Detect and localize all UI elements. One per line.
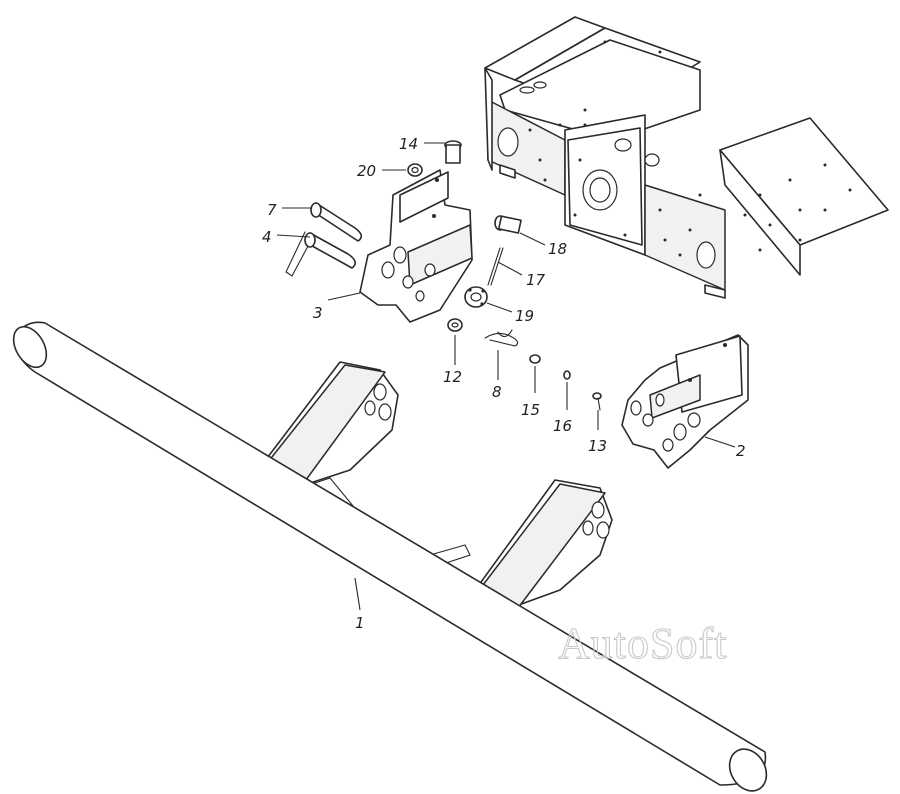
callout-labels: 1 2 3 4 7 8 12 13 14 15 16 17 18 19 20 [262,135,746,632]
callout-2: 2 [736,442,746,460]
bolt-18 [494,215,522,234]
callout-7: 7 [267,201,277,219]
callout-15: 15 [521,401,540,419]
callout-18: 18 [548,240,567,258]
callout-leaders [276,142,736,611]
cotter-pin-17 [487,247,504,286]
callout-19: 19 [515,307,534,325]
callout-12: 12 [443,368,462,386]
callout-3: 3 [313,304,323,322]
nut-12 [447,318,463,332]
pin-with-handle-4 [285,231,356,277]
callout-20: 20 [357,162,376,180]
callout-13: 13 [588,437,607,455]
bolt-14 [444,140,462,164]
clip-8 [484,329,519,347]
bumper-tube-1 [12,321,768,792]
bracket-2 [621,334,749,469]
callout-14: 14 [399,135,418,153]
watermark: AutoSoft [558,619,727,668]
callout-17: 17 [526,271,546,289]
screw-13 [592,392,602,411]
callout-4: 4 [262,228,272,246]
lock-washer-16 [563,370,571,380]
bracket-3 [359,169,473,323]
callout-1: 1 [355,614,365,632]
callout-16: 16 [553,417,572,435]
washer-15 [529,354,541,364]
castle-nut-19 [464,286,488,308]
nut-20 [407,163,423,177]
callout-8: 8 [492,383,502,401]
pin-7 [310,202,363,242]
frame-crossmember [484,16,889,299]
